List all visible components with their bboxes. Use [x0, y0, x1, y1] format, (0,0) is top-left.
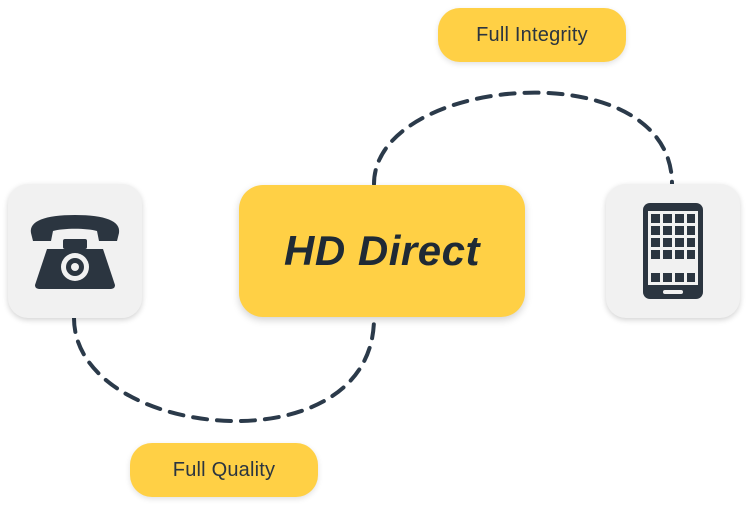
telephone-node	[8, 184, 142, 318]
full-quality-label: Full Quality	[130, 443, 318, 497]
hd-direct-title: HD Direct	[284, 227, 480, 274]
smartphone-node	[606, 184, 740, 318]
full-integrity-text: Full Integrity	[476, 23, 588, 46]
hd-direct-node: HD Direct	[239, 185, 525, 317]
telephone-icon	[30, 215, 120, 289]
full-integrity-label: Full Integrity	[438, 8, 626, 62]
bottom-connector	[72, 316, 376, 423]
full-quality-text: Full Quality	[172, 458, 276, 481]
smartphone-icon	[643, 203, 703, 299]
top-connector	[372, 90, 674, 186]
